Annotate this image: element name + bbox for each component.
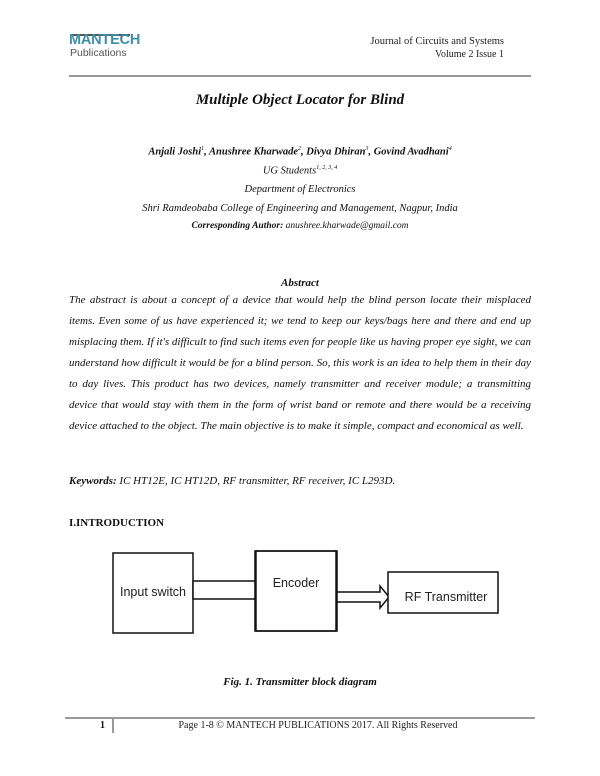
college: Shri Ramdeobaba College of Engineering a… xyxy=(142,203,458,214)
author: Anjali Joshi xyxy=(148,146,202,158)
keywords-text: IC HT12E, IC HT12D, RF transmitter, RF r… xyxy=(119,475,396,487)
author-sup: 4 xyxy=(448,146,452,152)
footer-divider xyxy=(65,717,535,719)
block-encoder: Encoder xyxy=(254,550,338,632)
figure-caption: Fig. 1. Transmitter block diagram xyxy=(223,676,377,688)
department: Department of Electronics xyxy=(244,184,356,195)
author-list: Anjali Joshi1, Anushree Kharwade2, Divya… xyxy=(148,146,452,158)
author: Divya Dhiran xyxy=(306,146,366,158)
block-label: RF Transmitter xyxy=(405,590,488,604)
block-label: Encoder xyxy=(273,576,320,590)
publisher-logo: MANTECH Publications xyxy=(69,33,149,65)
footer-copyright: Page 1-8 © MANTECH PUBLICATIONS 2017. Al… xyxy=(178,720,458,731)
logo-subtitle: Publications xyxy=(70,47,127,59)
corresponding-author: Corresponding Author: anushree.kharwade@… xyxy=(0,221,600,231)
author-sup: 3 xyxy=(365,146,369,152)
section-heading: I.INTRODUCTION xyxy=(69,517,165,529)
journal-name: Journal of Circuits and Systems xyxy=(370,36,504,47)
logo-wordmark: MANTECH xyxy=(69,32,141,48)
abstract-heading: Abstract xyxy=(281,277,319,289)
keywords-label: Keywords: xyxy=(69,475,117,487)
block-input-switch: Input switch xyxy=(112,552,194,634)
footer-separator xyxy=(112,717,114,733)
journal-info: Journal of Circuits and Systems Volume 2… xyxy=(370,35,504,61)
role-label: UG Students xyxy=(262,165,317,177)
author: Govind Avadhani xyxy=(373,146,449,158)
corresponding-label: Corresponding Author: xyxy=(191,221,284,231)
volume-issue: Volume 2 Issue 1 xyxy=(435,49,504,60)
paper-title: Multiple Object Locator for Blind xyxy=(195,92,405,108)
abstract-text: The abstract is about a concept of a dev… xyxy=(69,294,531,432)
block-rf-transmitter: RF Transmitter xyxy=(387,571,499,614)
role-sup: 1, 2, 3, 4 xyxy=(316,165,338,171)
keywords: Keywords: IC HT12E, IC HT12D, RF transmi… xyxy=(69,475,395,487)
block-label: Input switch xyxy=(120,585,186,599)
transmitter-block-diagram: Input switch Encoder RF Transmitter xyxy=(112,550,499,634)
author-sup: 1 xyxy=(201,146,205,152)
page-number: 1 xyxy=(100,720,105,731)
arrow-2 xyxy=(336,583,390,611)
author: Anushree Kharwade xyxy=(209,146,298,158)
author-sup: 2 xyxy=(298,146,301,152)
header-divider xyxy=(69,75,531,77)
corresponding-email[interactable]: anushree.kharwade@gmail.com xyxy=(285,221,409,231)
logo-bar xyxy=(70,34,130,36)
affiliation-role: UG Students1, 2, 3, 4 xyxy=(0,165,600,177)
